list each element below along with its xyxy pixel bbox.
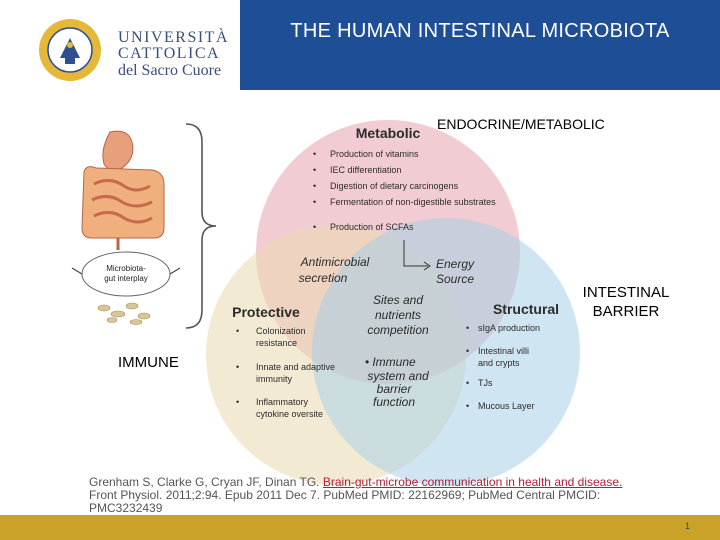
structural-item-line: and crypts xyxy=(478,358,520,368)
energy-arrow-head xyxy=(423,261,431,271)
overlap-immune-line-2: system and xyxy=(367,369,429,383)
citation-source: Front Physiol. 2011;2:94. Epub 2011 Dec … xyxy=(89,488,601,515)
label-intestinal-barrier: INTESTINAL BARRIER xyxy=(573,283,679,321)
citation: Grenham S, Clarke G, Cryan JF, Dinan TG.… xyxy=(89,476,649,515)
metabolic-item: Production of vitamins xyxy=(330,149,419,159)
overlap-antimicrobial-line-2: secretion xyxy=(299,271,348,285)
label-immune: IMMUNE xyxy=(118,354,179,371)
protective-item-line: Inflammatory xyxy=(256,397,309,407)
overlap-center-line-1: Sites and xyxy=(373,293,423,307)
metabolic-item: Digestion of dietary carcinogens xyxy=(330,181,459,191)
gut-caption-line-1: Microbiota- xyxy=(106,264,146,273)
immune-bullet: • xyxy=(365,355,369,369)
footer-bar: 1 xyxy=(0,515,720,540)
overlap-energy-line-2: Source xyxy=(436,272,474,286)
structural-item-line: Mucous Layer xyxy=(478,401,535,411)
protective-item-line: cytokine oversite xyxy=(256,409,323,419)
citation-authors: Grenham S, Clarke G, Cryan JF, Dinan TG. xyxy=(89,475,320,489)
university-seal-logo xyxy=(39,19,101,81)
protective-item-line: Innate and adaptive xyxy=(256,362,335,372)
logo-line-1: UNIVERSITÀ xyxy=(118,29,229,46)
metabolic-title: Metabolic xyxy=(356,125,421,141)
metabolic-bullet: • xyxy=(313,165,316,175)
overlap-center-line-3: competition xyxy=(367,323,429,337)
metabolic-bullet: • xyxy=(313,197,316,207)
structural-item-line: Intestinal villi xyxy=(478,346,529,356)
gut-illustration: Microbiota- gut interplay xyxy=(71,130,181,325)
metabolic-item: IEC differentiation xyxy=(330,165,401,175)
metabolic-bullet: • xyxy=(313,181,316,191)
header-band xyxy=(240,0,720,90)
metabolic-bullet: • xyxy=(313,222,316,232)
structural-bullet: • xyxy=(466,401,469,411)
structural-item-line: TJs xyxy=(478,378,493,388)
structural-bullet: • xyxy=(466,346,469,356)
overlap-immune-line-1: Immune xyxy=(372,355,416,369)
protective-item-line: immunity xyxy=(256,374,293,384)
protective-bullet: • xyxy=(236,397,239,407)
slide-title: THE HUMAN INTESTINAL MICROBIOTA xyxy=(290,20,670,42)
overlap-center-line-2: nutrients xyxy=(375,308,421,322)
protective-item-line: resistance xyxy=(256,338,297,348)
structural-item-line: sIgA production xyxy=(478,323,540,333)
metabolic-bullet: • xyxy=(313,149,316,159)
gut-caption-line-2: gut interplay xyxy=(104,274,148,283)
label-intestinal-line-2: BARRIER xyxy=(592,303,660,320)
overlap-immune-line-4: function xyxy=(373,395,415,409)
metabolic-item: Production of SCFAs xyxy=(330,222,414,232)
label-intestinal-line-1: INTESTINAL xyxy=(582,284,670,301)
overlap-immune-line-3: barrier xyxy=(377,382,413,396)
protective-bullet: • xyxy=(236,362,239,372)
protective-bullet: • xyxy=(236,326,239,336)
citation-link[interactable]: Brain-gut-microbe communication in healt… xyxy=(322,475,623,489)
logo-line-2: CATTOLICA xyxy=(118,45,221,62)
energy-arrow xyxy=(403,240,428,267)
structural-bullet: • xyxy=(466,378,469,388)
metabolic-item: Fermentation of non-digestible substrate… xyxy=(330,197,496,207)
logo-line-3: del Sacro Cuore xyxy=(118,62,222,79)
overlap-antimicrobial-line-1: Antimicrobial xyxy=(300,255,370,269)
label-endocrine-metabolic: ENDOCRINE/METABOLIC xyxy=(437,116,605,132)
university-wordmark: UNIVERSITÀ CATTOLICA del Sacro Cuore xyxy=(118,30,229,79)
curly-brace xyxy=(185,123,217,329)
protective-title: Protective xyxy=(232,304,300,320)
structural-circle xyxy=(312,218,580,486)
structural-title: Structural xyxy=(493,301,559,317)
overlap-energy-line-1: Energy xyxy=(436,257,475,271)
page-number: 1 xyxy=(684,521,690,531)
protective-item-line: Colonization xyxy=(256,326,306,336)
structural-bullet: • xyxy=(466,323,469,333)
header-logo-area: UNIVERSITÀ CATTOLICA del Sacro Cuore xyxy=(0,0,240,92)
